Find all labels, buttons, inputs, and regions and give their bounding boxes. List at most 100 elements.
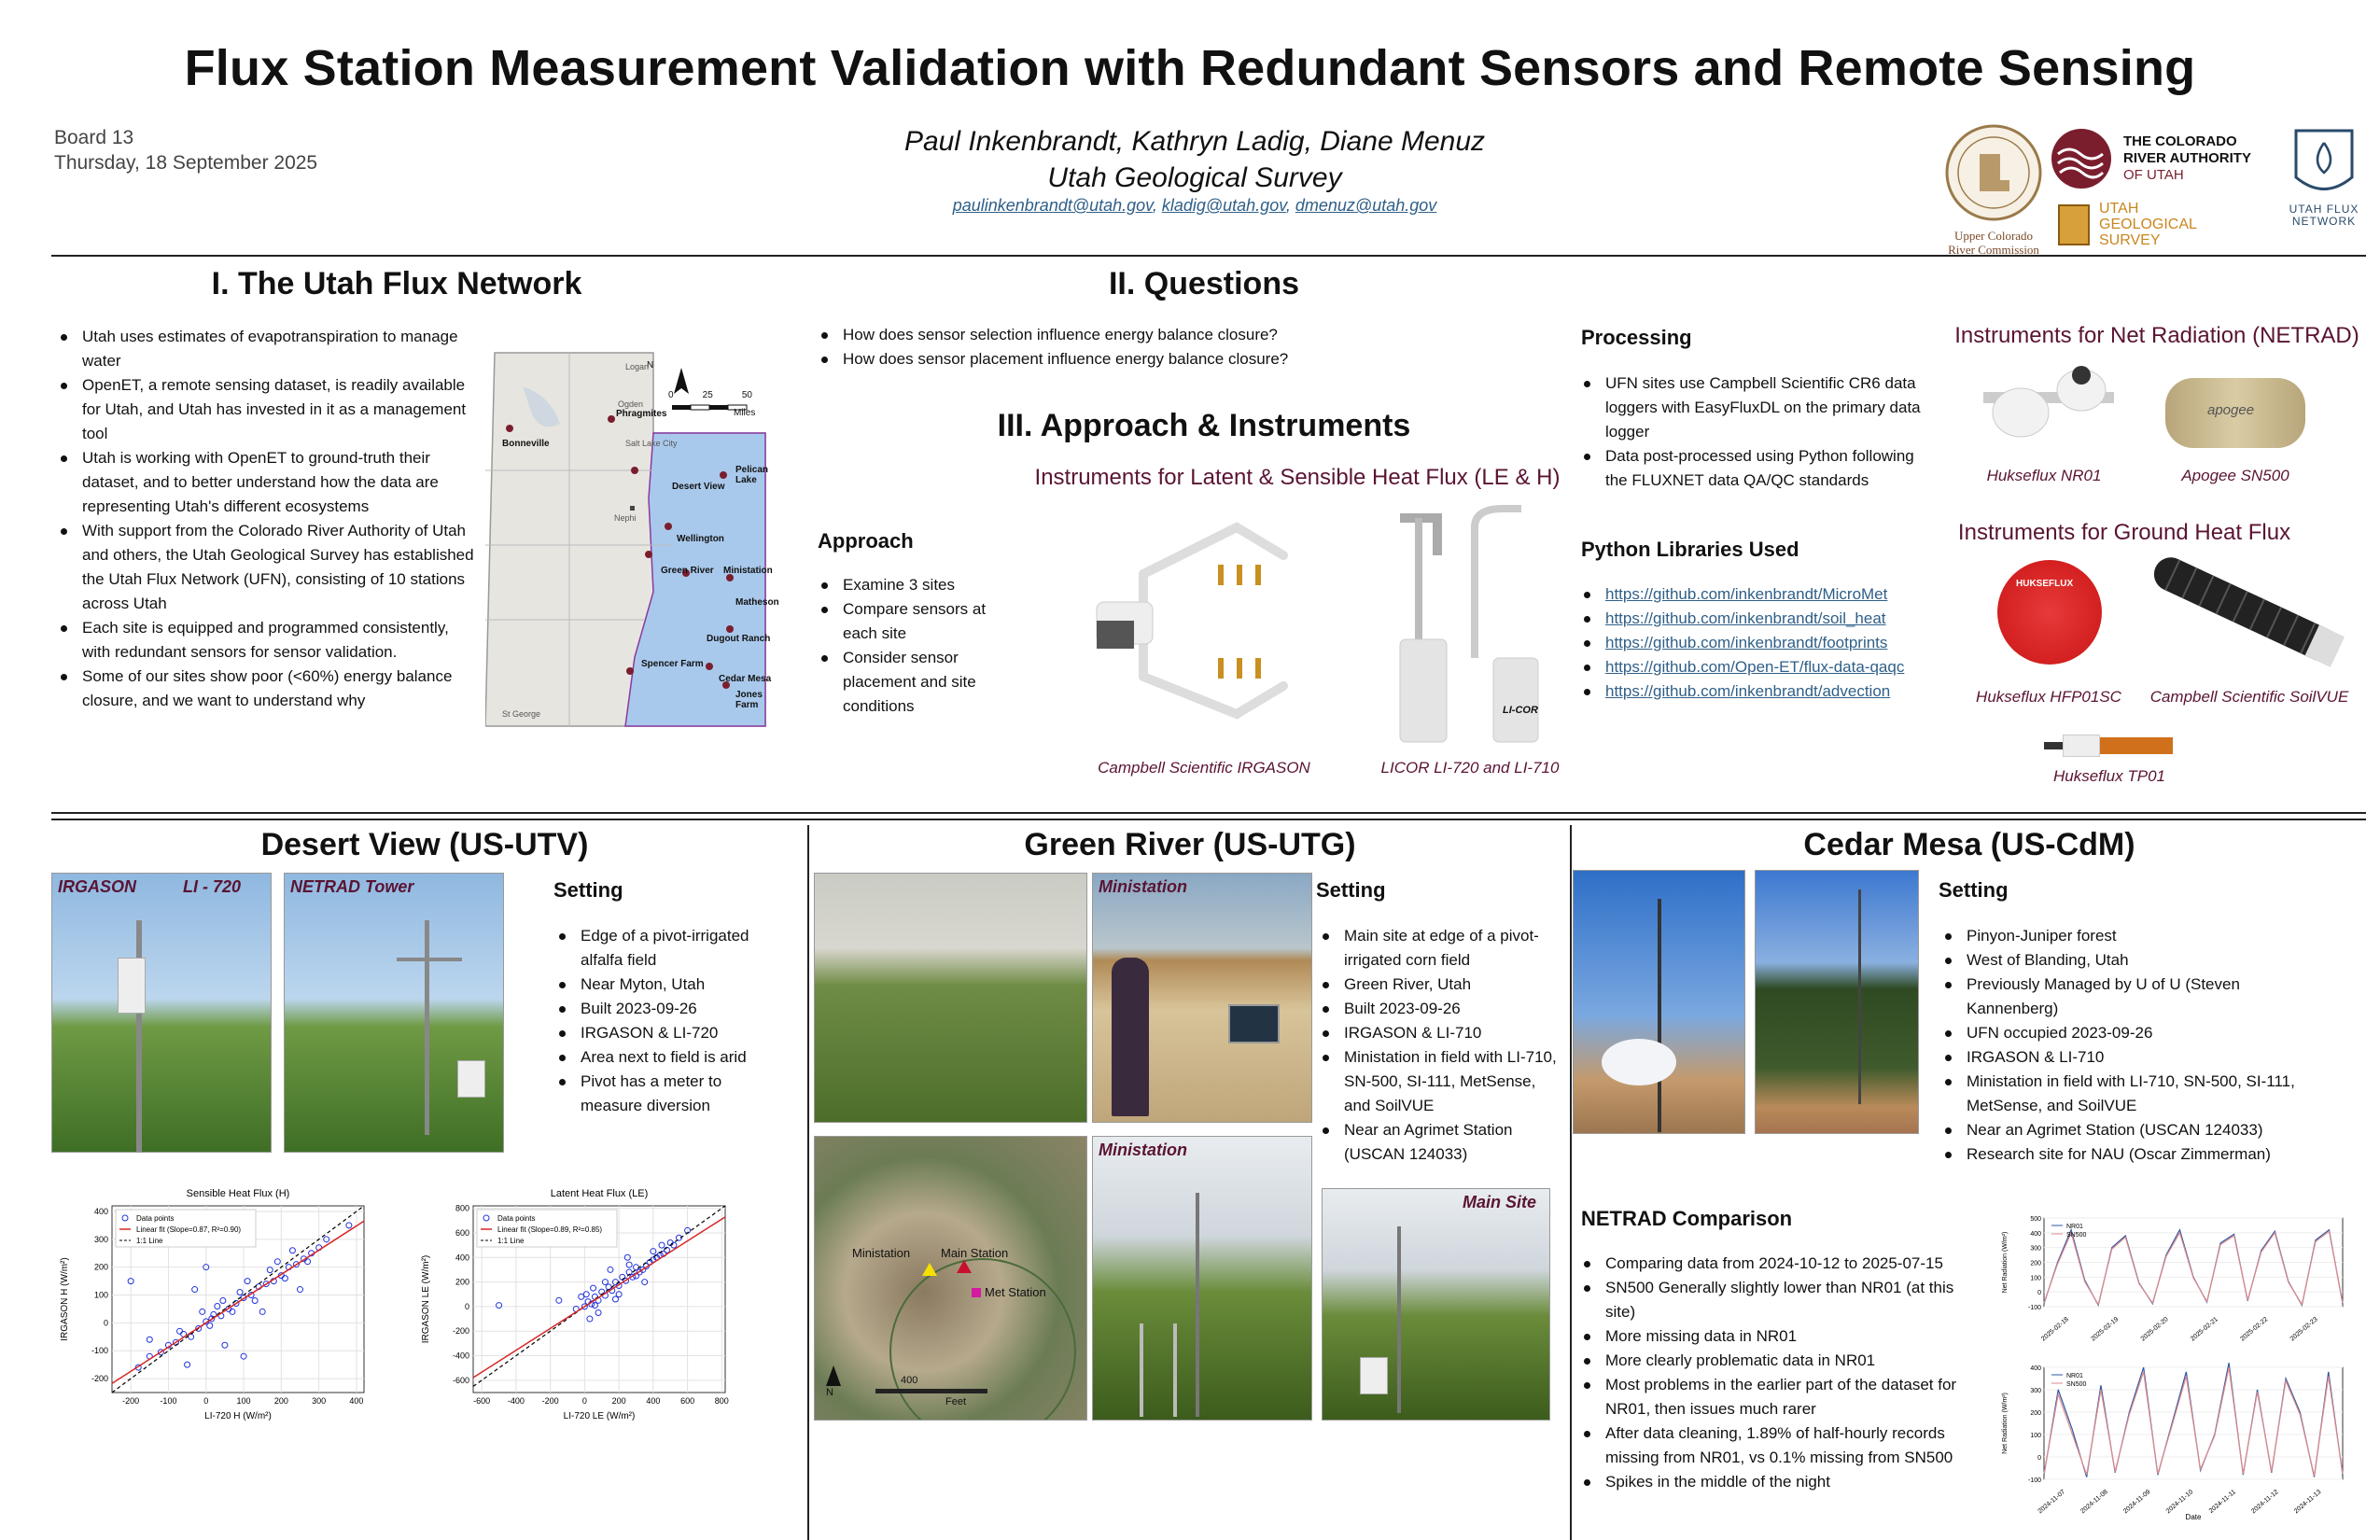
x-tick-label: 2024-11-09 bbox=[2122, 1489, 2152, 1515]
y-tick-label: -100 bbox=[91, 1346, 108, 1355]
x-axis-label: LI-720 H (W/m²) bbox=[204, 1411, 272, 1421]
series-line bbox=[2043, 1366, 2344, 1477]
legend-marker bbox=[121, 1214, 129, 1222]
github-link[interactable]: https://github.com/inkenbrandt/MicroMet bbox=[1577, 582, 1951, 607]
email-link[interactable]: dmenuz@utah.gov bbox=[1295, 196, 1437, 215]
data-point bbox=[611, 1295, 619, 1303]
list-item: UFN sites use Campbell Scientific CR6 da… bbox=[1577, 371, 1923, 444]
data-point bbox=[266, 1267, 273, 1274]
chart-title: Latent Heat Flux (LE) bbox=[551, 1188, 649, 1199]
photo-tag: Ministation bbox=[1099, 877, 1187, 896]
data-point bbox=[582, 1291, 590, 1298]
map-north-label: N bbox=[826, 1387, 833, 1398]
main-station-marker-icon bbox=[957, 1260, 972, 1273]
list-item: Ministation in field with LI-710, SN-500… bbox=[1316, 1045, 1559, 1118]
y-tick-label: 800 bbox=[455, 1204, 469, 1213]
data-point bbox=[134, 1364, 142, 1371]
y-axis-label: IRGASON H (W/m²) bbox=[60, 1257, 70, 1340]
data-point bbox=[236, 1289, 244, 1296]
data-point bbox=[146, 1336, 153, 1343]
hfp01sc-image: HUKSEFLUX bbox=[1997, 560, 2102, 665]
y-tick-label: 400 bbox=[2030, 1231, 2041, 1238]
board-number: Board 13 bbox=[54, 127, 134, 148]
data-point bbox=[345, 1222, 353, 1229]
list-item: More clearly problematic data in NR01 bbox=[1577, 1349, 1988, 1373]
list-item: Data post-processed using Python followi… bbox=[1577, 444, 1923, 493]
list-item: UFN occupied 2023-09-26 bbox=[1939, 1021, 2331, 1045]
list-item: More missing data in NR01 bbox=[1577, 1324, 1988, 1349]
legend-label: Data points bbox=[497, 1214, 535, 1223]
ugs-text-2: GEOLOGICAL bbox=[2099, 217, 2197, 232]
data-point bbox=[581, 1303, 588, 1310]
legend-label: NR01 bbox=[2066, 1373, 2083, 1379]
list-item: Examine 3 sites bbox=[815, 573, 1020, 597]
legend-marker bbox=[483, 1214, 490, 1222]
north-arrow-icon bbox=[826, 1365, 841, 1386]
series-line bbox=[2043, 1230, 2344, 1307]
legend-label: Linear fit (Slope=0.87, R²=0.90) bbox=[136, 1225, 241, 1234]
poster-title: Flux Station Measurement Validation with… bbox=[184, 40, 2196, 96]
data-point bbox=[623, 1253, 631, 1261]
author-list: Paul Inkenbrandt, Kathryn Ladig, Diane M… bbox=[793, 123, 1596, 196]
map-site-label: Cedar Mesa bbox=[719, 674, 772, 684]
x-tick-label: 2025-02-18 bbox=[2040, 1316, 2070, 1342]
github-link[interactable]: https://github.com/Open-ET/flux-data-qaq… bbox=[1577, 655, 1951, 679]
email-link[interactable]: kladig@utah.gov bbox=[1161, 196, 1286, 215]
hfp-label: HUKSEFLUX bbox=[2016, 579, 2074, 589]
y-tick-label: -400 bbox=[453, 1351, 469, 1361]
x-tick-label: 100 bbox=[237, 1396, 251, 1406]
list-item: SN500 Generally slightly lower than NR01… bbox=[1577, 1276, 1988, 1324]
soilvue-caption: Campbell Scientific SoilVUE bbox=[2149, 688, 2349, 706]
list-item: Research site for NAU (Oscar Zimmerman) bbox=[1939, 1142, 2331, 1167]
email-link[interactable]: paulinkenbrandt@utah.gov bbox=[952, 196, 1153, 215]
y-tick-label: 400 bbox=[455, 1253, 469, 1262]
licor-caption: LICOR LI-720 and LI-710 bbox=[1380, 759, 1560, 777]
apogee-label: apogee bbox=[2207, 402, 2255, 418]
list-item: Edge of a pivot-irrigated alfalfa field bbox=[553, 924, 777, 973]
data-point bbox=[203, 1264, 210, 1271]
ucrc-logo: Upper Colorado River Commission bbox=[1938, 121, 2050, 257]
x-tick-label: 2024-11-08 bbox=[2079, 1489, 2109, 1515]
x-tick-label: 2024-11-11 bbox=[2208, 1489, 2237, 1515]
list-item: Built 2023-09-26 bbox=[553, 997, 777, 1021]
nr01-image bbox=[1974, 355, 2123, 457]
cra-text-2: RIVER AUTHORITY bbox=[2123, 150, 2251, 166]
green-ministation-photo: Ministation bbox=[1092, 873, 1312, 1123]
list-item: IRGASON & LI-710 bbox=[1316, 1021, 1559, 1045]
legend-label: SN500 bbox=[2066, 1381, 2087, 1388]
desert-irgason-photo: IRGASON LI - 720 bbox=[51, 873, 272, 1153]
list-item: Main site at edge of a pivot-irrigated c… bbox=[1316, 924, 1559, 973]
data-point bbox=[244, 1278, 251, 1285]
github-link[interactable]: https://github.com/inkenbrandt/advection bbox=[1577, 679, 1951, 704]
map-site-label: Jones Farm bbox=[735, 690, 763, 710]
map-north-label: N bbox=[647, 360, 654, 371]
irgason-caption: Campbell Scientific IRGASON bbox=[1098, 759, 1310, 777]
github-link[interactable]: https://github.com/inkenbrandt/soil_heat bbox=[1577, 607, 1951, 631]
list-item: IRGASON & LI-720 bbox=[553, 1021, 777, 1045]
data-point bbox=[675, 1234, 682, 1241]
data-point bbox=[625, 1261, 633, 1268]
data-point bbox=[281, 1275, 288, 1282]
data-point bbox=[240, 1352, 247, 1360]
y-axis-label: IRGASON LE (W/m²) bbox=[421, 1255, 431, 1343]
x-tick-label: 200 bbox=[612, 1396, 626, 1406]
ugs-text-1: UTAH bbox=[2099, 201, 2139, 217]
processing-bullets: UFN sites use Campbell Scientific CR6 da… bbox=[1577, 371, 1923, 493]
licor-label: LI-COR bbox=[1503, 705, 1538, 716]
y-tick-label: 200 bbox=[455, 1278, 469, 1287]
x-tick-label: -200 bbox=[122, 1396, 139, 1406]
cra-text-1: THE COLORADO bbox=[2123, 133, 2237, 149]
data-point bbox=[622, 1277, 629, 1284]
netrad-comparison-title: NETRAD Comparison bbox=[1581, 1207, 1793, 1230]
github-link[interactable]: https://github.com/inkenbrandt/footprint… bbox=[1577, 631, 1951, 655]
cedar-mesa-heading: Cedar Mesa (US-CdM) bbox=[1803, 827, 2135, 862]
mid-divider-2 bbox=[51, 819, 2366, 820]
y-tick-label: 400 bbox=[2030, 1365, 2041, 1372]
map-scale-unit: Feet bbox=[945, 1396, 967, 1407]
data-point bbox=[658, 1241, 665, 1249]
x-tick-label: -400 bbox=[508, 1396, 525, 1406]
map-town-label: Salt Lake City bbox=[625, 439, 678, 448]
map-town-label: Logan bbox=[625, 362, 650, 371]
list-item: Near an Agrimet Station (USCAN 124033) bbox=[1939, 1118, 2331, 1142]
